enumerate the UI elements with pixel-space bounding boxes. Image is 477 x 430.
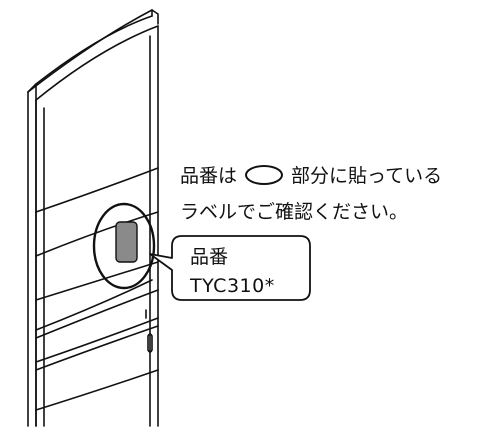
- side-panel: [27, 83, 37, 427]
- instruction-before-oval: 品番は: [180, 165, 238, 187]
- clasp: [145, 309, 153, 353]
- model-label-sticker: [115, 221, 138, 263]
- oval-marker-icon: [245, 165, 284, 185]
- top-cap: [27, 9, 159, 101]
- callout-title: 品番: [190, 246, 229, 268]
- instruction-after-oval: 部分に貼っている: [291, 165, 443, 187]
- instruction-line-2: ラベルでご確認ください。: [180, 201, 409, 223]
- instruction-line-1: 品番は 部分に貼っている: [180, 162, 442, 190]
- label-highlight-oval: [92, 202, 156, 290]
- front-face: [35, 25, 159, 427]
- callout-model-number: TYC310*: [190, 275, 275, 297]
- panel-seams: [35, 167, 159, 411]
- callout-bubble: [149, 235, 311, 301]
